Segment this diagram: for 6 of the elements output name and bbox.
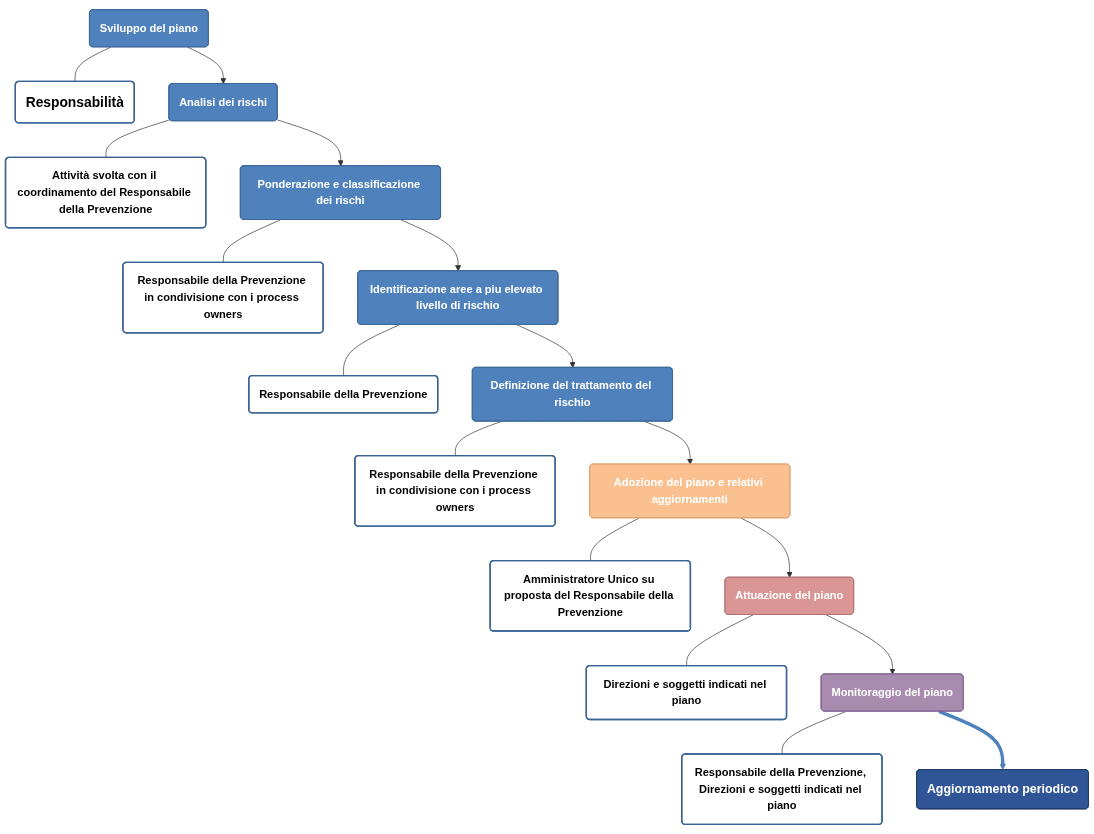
- connector: [590, 517, 640, 562]
- connector: [686, 614, 754, 667]
- connector: [343, 324, 400, 377]
- connector: [105, 119, 171, 159]
- connector: [74, 46, 112, 83]
- connector: [222, 219, 281, 263]
